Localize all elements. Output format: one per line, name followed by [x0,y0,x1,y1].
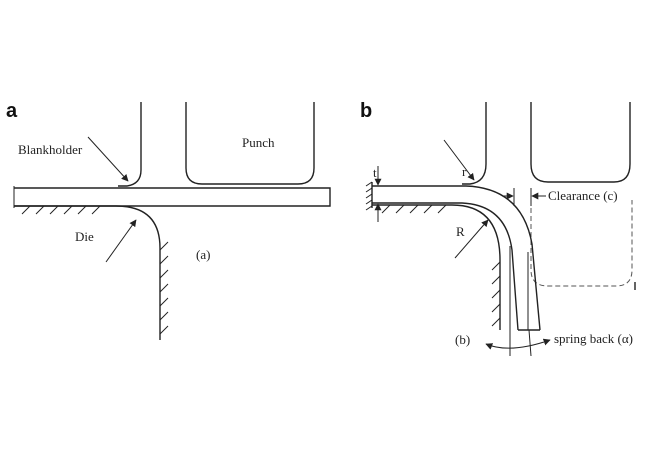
blankholder-label: Blankholder [18,142,83,157]
panel-a: a Bla [6,100,331,340]
punch-radius-arrow-b [443,139,475,181]
springback-angle-arc [485,338,551,350]
die-outline-b [372,204,501,330]
die-radius-arrow-a [105,219,137,263]
die-hatching-side-b [491,261,501,327]
sheet-a [14,187,331,207]
die-hatching-top-b [381,204,447,214]
blankholder-outline-a [118,102,142,187]
die-hatching-top-a [21,205,101,215]
punch-outline-a [185,102,315,185]
punch-radius-label: r [462,164,467,179]
die-hatching-side-a [159,241,169,335]
sheet-outer-b [372,185,541,331]
die-label: Die [75,229,94,244]
die-outline-a [14,205,161,340]
die-radius-label: R [456,224,465,239]
panel-b-caption: (b) [455,332,470,347]
punch-final-position-b [530,200,633,287]
clearance-label: Clearance (c) [548,188,618,203]
clamp-hatching-b [365,181,373,211]
springback-leg-line [528,329,532,357]
punch-label: Punch [242,135,275,150]
panel-b: b [360,100,636,357]
panel-a-caption: (a) [196,247,210,262]
punch-outline-b [530,102,631,183]
panel-b-letter: b [360,100,372,122]
panel-a-letter: a [6,100,18,122]
sheet-inner-b [372,202,519,331]
springback-label: spring back (α) [554,331,633,346]
blankholder-arrow-a [87,136,129,182]
die-radius-arrow-b [454,219,489,259]
thickness-label: t [373,165,377,180]
blankholder-outline-b [462,102,487,185]
